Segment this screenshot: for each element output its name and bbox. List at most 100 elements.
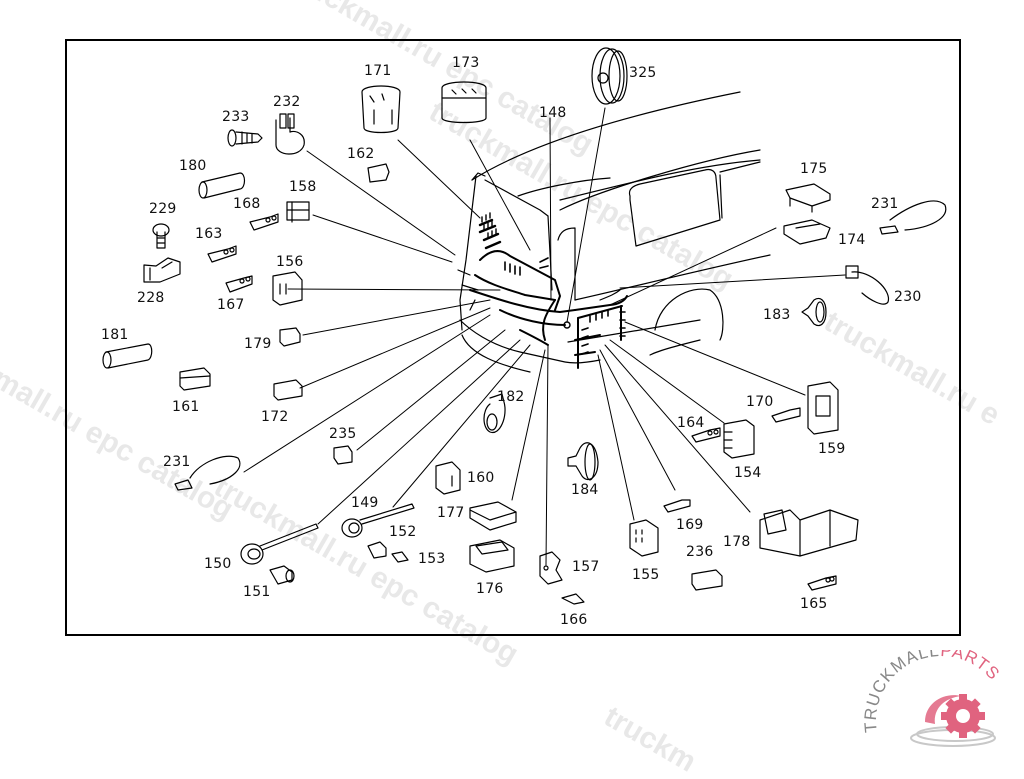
part-181: [102, 343, 153, 369]
part-label[interactable]: 168: [233, 196, 261, 212]
part-160: [435, 461, 461, 495]
truckmallparts-logo[interactable]: TRUCKMALLPARTS: [855, 650, 1024, 750]
part-label[interactable]: 231: [163, 454, 191, 470]
part-label[interactable]: 154: [734, 465, 762, 481]
part-label[interactable]: 184: [571, 482, 599, 498]
part-161: [179, 367, 211, 391]
part-label[interactable]: 160: [467, 470, 495, 486]
diagram-frame: [65, 39, 961, 636]
part-label[interactable]: 153: [418, 551, 446, 567]
part-176: [469, 539, 515, 573]
part-156: [272, 271, 303, 306]
part-label[interactable]: 229: [149, 201, 177, 217]
part-label[interactable]: 233: [222, 109, 250, 125]
part-label[interactable]: 164: [677, 415, 705, 431]
diagram-drawing: [102, 47, 947, 605]
part-182: [483, 393, 506, 434]
part-169: [663, 499, 691, 513]
part-label[interactable]: 182: [497, 389, 525, 405]
part-154: [723, 419, 755, 459]
part-151: [269, 565, 295, 585]
part-label[interactable]: 232: [273, 94, 301, 110]
part-158: [286, 201, 310, 223]
part-label[interactable]: 151: [243, 584, 271, 600]
part-175: [785, 183, 831, 213]
part-173: [441, 81, 487, 124]
part-label[interactable]: 148: [539, 105, 567, 121]
part-label[interactable]: 156: [276, 254, 304, 270]
part-label[interactable]: 172: [261, 409, 289, 425]
part-label[interactable]: 167: [217, 297, 245, 313]
part-label[interactable]: 161: [172, 399, 200, 415]
part-325: [591, 47, 628, 105]
part-label[interactable]: 178: [723, 534, 751, 550]
part-184: [567, 442, 599, 481]
part-150: [240, 523, 319, 565]
part-162: [367, 163, 390, 183]
logo-text-parts: PARTS: [940, 650, 1004, 684]
part-157: [539, 551, 563, 585]
part-label[interactable]: 228: [137, 290, 165, 306]
part-label[interactable]: 162: [347, 146, 375, 162]
part-166: [561, 593, 585, 605]
part-label[interactable]: 149: [351, 495, 379, 511]
part-label[interactable]: 150: [204, 556, 232, 572]
part-229: [152, 223, 170, 249]
part-228: [143, 257, 181, 283]
part-label[interactable]: 177: [437, 505, 465, 521]
part-164: [691, 427, 721, 443]
part-180: [198, 172, 246, 199]
part-label[interactable]: 163: [195, 226, 223, 242]
part-149-152: [341, 503, 415, 538]
part-label[interactable]: 174: [838, 232, 866, 248]
part-label[interactable]: 176: [476, 581, 504, 597]
part-label[interactable]: 231: [871, 196, 899, 212]
part-179: [279, 327, 301, 347]
part-label[interactable]: 325: [629, 65, 657, 81]
part-174: [783, 219, 831, 245]
part-163: [207, 245, 237, 263]
part-178: [759, 509, 859, 557]
part-label[interactable]: 171: [364, 63, 392, 79]
part-153: [367, 541, 409, 563]
part-167: [225, 275, 253, 293]
leader-lines: [243, 107, 846, 566]
part-label[interactable]: 175: [800, 161, 828, 177]
part-label[interactable]: 235: [329, 426, 357, 442]
part-label[interactable]: 152: [389, 524, 417, 540]
part-171: [361, 85, 401, 134]
part-168: [249, 213, 279, 231]
part-label[interactable]: 169: [676, 517, 704, 533]
part-label[interactable]: 183: [763, 307, 791, 323]
part-177: [469, 501, 517, 531]
part-172: [273, 379, 303, 401]
part-label[interactable]: 159: [818, 441, 846, 457]
part-155: [629, 519, 659, 557]
part-label[interactable]: 165: [800, 596, 828, 612]
van-body-outline: [457, 91, 771, 373]
gear-logo-icon: TRUCKMALLPARTS: [861, 650, 1004, 747]
part-231-top: [879, 200, 947, 235]
part-label[interactable]: 157: [572, 559, 600, 575]
part-159: [807, 381, 839, 435]
part-170: [771, 407, 801, 423]
part-232: [275, 113, 305, 155]
part-label[interactable]: 166: [560, 612, 588, 628]
part-236: [691, 569, 723, 591]
part-231-bottom: [174, 455, 241, 491]
part-183: [801, 297, 827, 327]
part-label[interactable]: 170: [746, 394, 774, 410]
part-label[interactable]: 179: [244, 336, 272, 352]
part-label[interactable]: 230: [894, 289, 922, 305]
part-233: [227, 129, 263, 147]
part-label[interactable]: 155: [632, 567, 660, 583]
part-label[interactable]: 173: [452, 55, 480, 71]
part-230: [845, 265, 889, 305]
part-label[interactable]: 181: [101, 327, 129, 343]
part-165: [807, 575, 837, 591]
part-235: [333, 445, 353, 465]
part-label[interactable]: 236: [686, 544, 714, 560]
part-label[interactable]: 180: [179, 158, 207, 174]
part-label[interactable]: 158: [289, 179, 317, 195]
